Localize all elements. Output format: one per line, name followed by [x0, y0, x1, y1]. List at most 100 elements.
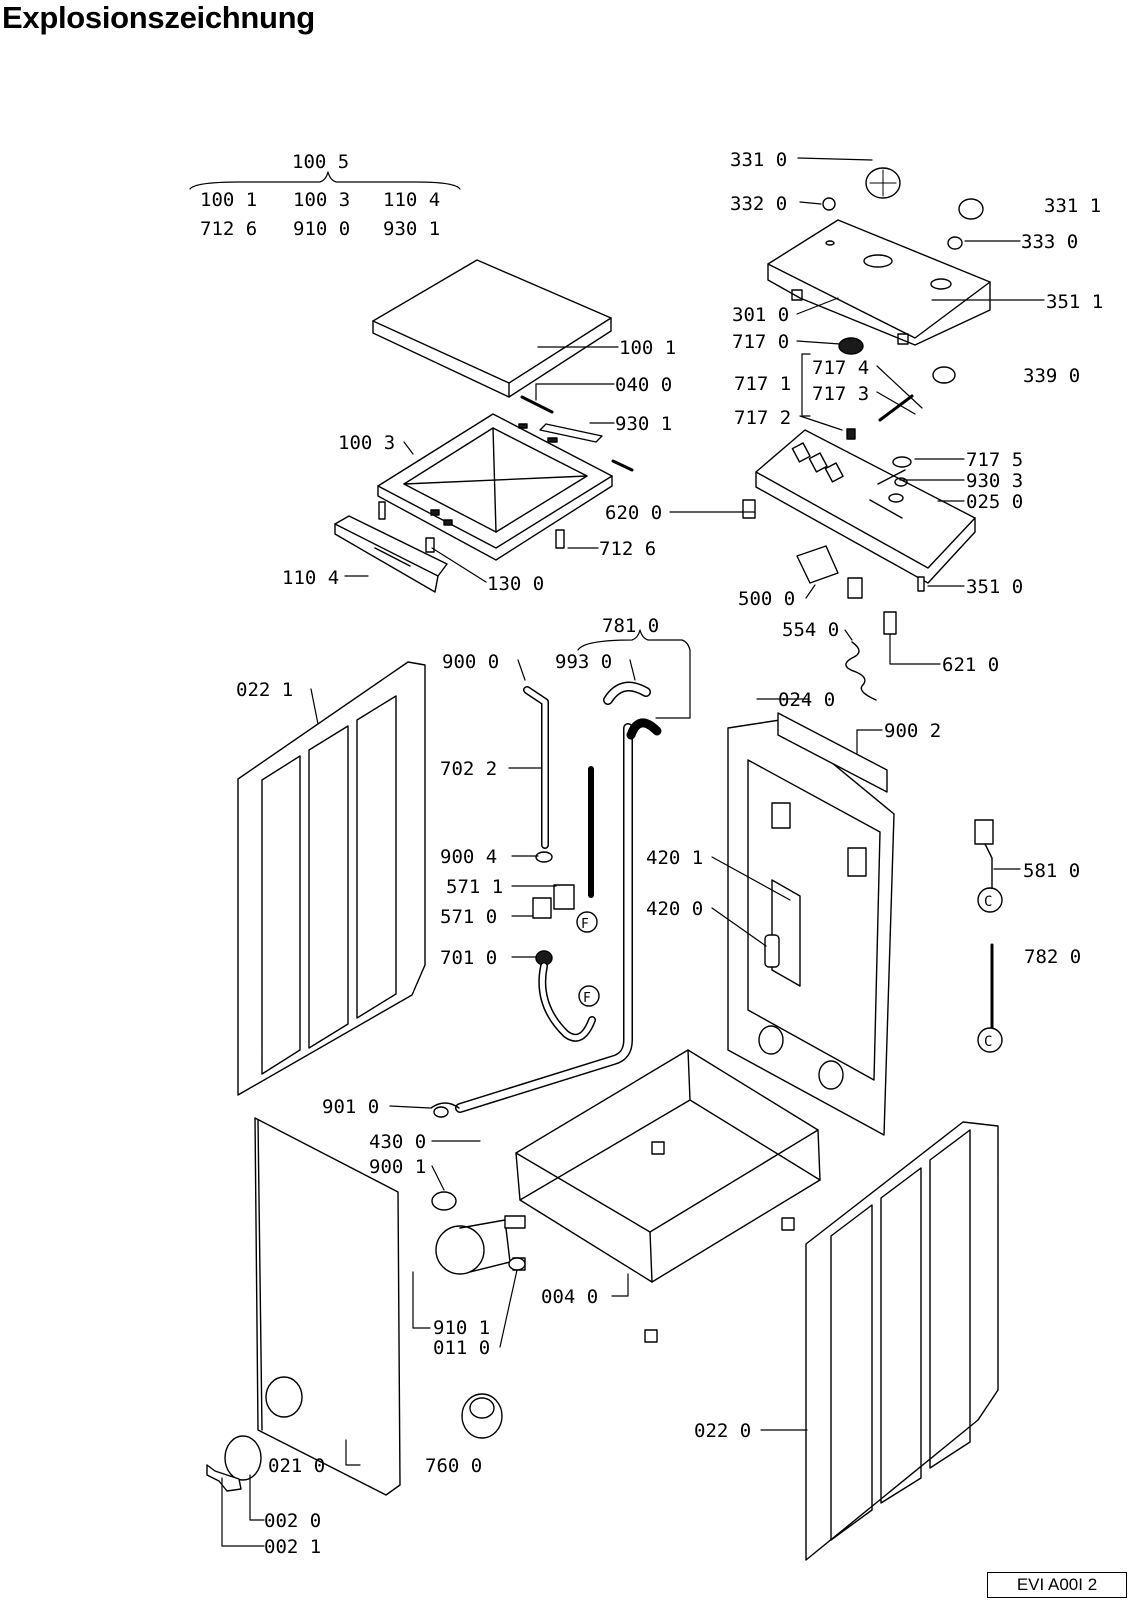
- label-024-0: 024 0: [778, 689, 835, 711]
- label-011-0: 011 0: [433, 1337, 490, 1359]
- label-717-3: 717 3: [812, 383, 869, 405]
- label-351-1: 351 1: [1046, 291, 1103, 313]
- label-930-1-top: 930 1: [383, 218, 440, 240]
- label-420-0: 420 0: [646, 898, 703, 920]
- rear-panel-part: [727, 712, 895, 1136]
- base-frame-part: [515, 1049, 821, 1283]
- label-910-0: 910 0: [293, 218, 350, 240]
- label-993-0: 993 0: [555, 651, 612, 673]
- label-110-4-top: 110 4: [383, 189, 440, 211]
- label-339-0: 339 0: [1023, 365, 1080, 387]
- label-717-2: 717 2: [734, 407, 791, 429]
- connector-c-label: C: [984, 1034, 992, 1050]
- label-760-0: 760 0: [425, 1455, 482, 1477]
- label-571-0: 571 0: [440, 906, 497, 928]
- label-900-2: 900 2: [884, 720, 941, 742]
- label-100-1-top: 100 1: [200, 189, 257, 211]
- label-717-0: 717 0: [732, 331, 789, 353]
- pump-part: [435, 1215, 526, 1275]
- label-717-5: 717 5: [966, 449, 1023, 471]
- page-title: Explosionszeichnung: [2, 0, 315, 35]
- label-621-0: 621 0: [942, 654, 999, 676]
- label-620-0: 620 0: [605, 502, 662, 524]
- button-cap-part: [838, 337, 864, 355]
- connector-c-label: C: [984, 894, 992, 910]
- clamp-part: [433, 1106, 449, 1118]
- left-side-panel-part: [237, 661, 426, 1096]
- label-781-0: 781 0: [602, 615, 659, 637]
- label-025-0: 025 0: [966, 491, 1023, 513]
- label-022-1: 022 1: [236, 679, 293, 701]
- label-900-4: 900 4: [440, 846, 497, 868]
- label-002-1: 002 1: [264, 1536, 321, 1558]
- label-910-1: 910 1: [433, 1317, 490, 1339]
- label-554-0: 554 0: [782, 619, 839, 641]
- leader-lines: [189, 157, 1045, 1547]
- pin-part: [917, 576, 925, 592]
- connector-f-label: F: [581, 917, 589, 932]
- switch-part: [742, 499, 756, 519]
- label-040-0: 040 0: [615, 374, 672, 396]
- label-930-1: 930 1: [615, 413, 672, 435]
- label-900-1: 900 1: [369, 1156, 426, 1178]
- top-lid-part: [372, 259, 612, 398]
- document-code-box: EVI A00I 2: [987, 1572, 1127, 1598]
- latch-part: [425, 537, 435, 553]
- label-100-3-top: 100 3: [293, 189, 350, 211]
- connector-circles: [576, 887, 1003, 1053]
- label-701-0: 701 0: [440, 947, 497, 969]
- label-301-0: 301 0: [732, 304, 789, 326]
- cam-part: [932, 366, 956, 384]
- label-331-1: 331 1: [1044, 195, 1101, 217]
- right-side-panel-part: [805, 1121, 999, 1561]
- label-782-0: 782 0: [1024, 946, 1081, 968]
- label-717-4: 717 4: [812, 357, 869, 379]
- label-712-6-top: 712 6: [200, 218, 257, 240]
- power-cord-part: [974, 819, 994, 891]
- hinge-clip-part: [206, 1464, 242, 1492]
- hinge-part: [378, 395, 634, 520]
- electronics-board-part: [755, 394, 976, 584]
- label-500-0: 500 0: [738, 588, 795, 610]
- valve-part: [532, 884, 575, 919]
- label-332-0: 332 0: [730, 193, 787, 215]
- clip-part: [431, 1191, 457, 1211]
- nut-part: [508, 1257, 526, 1271]
- label-333-0: 333 0: [1021, 231, 1078, 253]
- label-430-0: 430 0: [369, 1131, 426, 1153]
- label-100-1: 100 1: [619, 337, 676, 359]
- label-901-0: 901 0: [322, 1096, 379, 1118]
- capacitor-part: [764, 934, 780, 968]
- label-002-0: 002 0: [264, 1510, 321, 1532]
- label-022-0: 022 0: [694, 1420, 751, 1442]
- label-130-0: 130 0: [487, 573, 544, 595]
- label-110-4: 110 4: [282, 567, 339, 589]
- pump-filter-part: [461, 1393, 503, 1439]
- front-panel-part: [254, 1117, 401, 1496]
- sensor-part: [847, 577, 863, 599]
- console-cover-part: [767, 219, 991, 346]
- label-702-2: 702 2: [440, 758, 497, 780]
- label-004-0: 004 0: [541, 1286, 598, 1308]
- top-frame-part: [377, 413, 613, 561]
- label-021-0: 021 0: [268, 1455, 325, 1477]
- label-581-0: 581 0: [1023, 860, 1080, 882]
- filter-part: [796, 545, 839, 584]
- hook-part: [555, 529, 565, 549]
- knob-part: [822, 167, 984, 250]
- label-712-6: 712 6: [599, 538, 656, 560]
- door-part: [224, 1435, 262, 1481]
- label-930-3: 930 3: [966, 470, 1023, 492]
- pressure-switch-part: [883, 611, 897, 635]
- label-351-0: 351 0: [966, 576, 1023, 598]
- label-100-3: 100 3: [338, 432, 395, 454]
- washer-part: [535, 851, 553, 863]
- connector-f-label: F: [583, 991, 591, 1006]
- label-717-1: 717 1: [734, 373, 791, 395]
- label-331-0: 331 0: [730, 149, 787, 171]
- label-900-0: 900 0: [442, 651, 499, 673]
- control-strip-part: [334, 515, 448, 593]
- cable-part: [845, 641, 877, 701]
- label-571-1: 571 1: [446, 876, 503, 898]
